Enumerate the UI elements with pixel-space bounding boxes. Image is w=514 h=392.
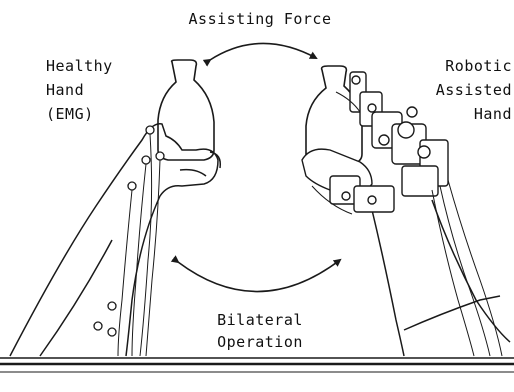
left-caption-line-2: Hand [46,80,84,101]
left-bottle [158,60,214,160]
right-caption-line-1: Robotic [414,56,512,77]
bottom-caption-line-1: Bilateral [180,310,340,331]
right-caption-line-2: Assisted [414,80,512,101]
left-caption-line-3: (EMG) [46,104,94,125]
top-curved-arrow [210,43,316,60]
top-caption: Assisting Force [160,9,360,30]
right-caption-line-3: Hand [414,104,512,125]
right-arm [372,200,510,356]
bottom-curved-arrow [178,260,340,292]
left-caption-line-1: Healthy [46,56,113,77]
table-edge [0,358,514,372]
emg-wires [118,134,160,356]
bottom-caption-line-2: Operation [180,332,340,353]
